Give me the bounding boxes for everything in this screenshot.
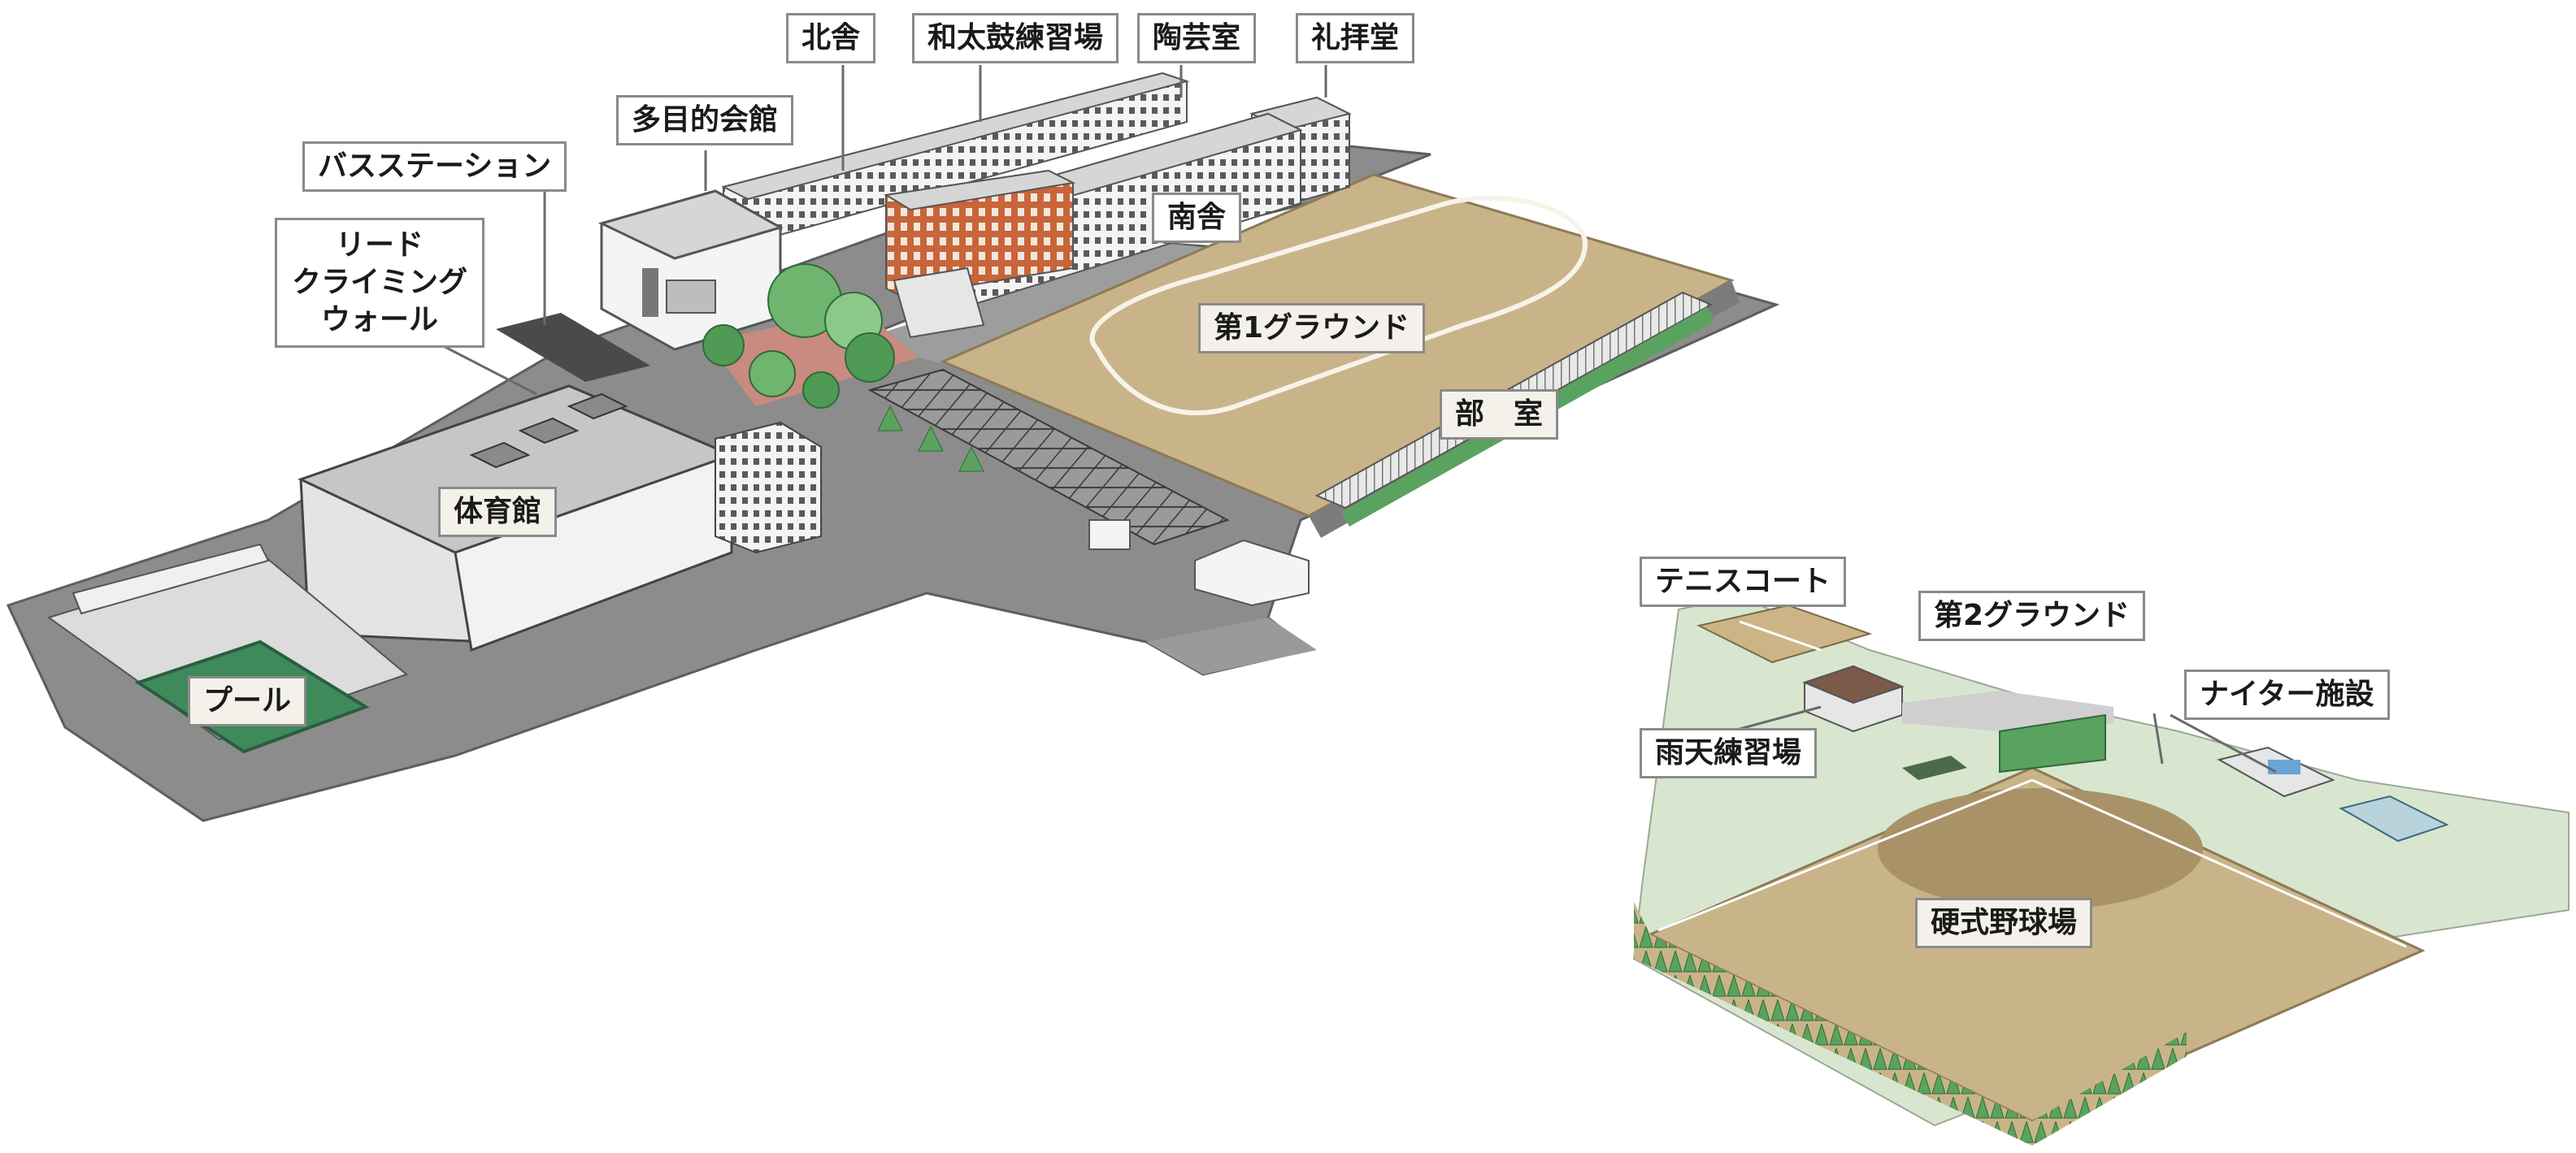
label-uten: 雨天練習場 (1640, 728, 1818, 778)
label-minamisha: 南舎 (1152, 193, 1242, 243)
bus-station-area (496, 313, 650, 382)
tennis-court (1696, 604, 1873, 664)
label-bushitsu: 部 室 (1440, 389, 1559, 440)
label-bus-station: バスステーション (302, 141, 567, 192)
label-pool: プール (188, 676, 307, 726)
brick-building (884, 169, 1076, 339)
label-taiikukan: 体育館 (438, 487, 558, 537)
label-wadaiko: 和太鼓練習場 (912, 13, 1119, 63)
label-nighter: ナイター施設 (2184, 670, 2390, 720)
label-ground1: 第1グラウンド (1198, 303, 1426, 353)
multipurpose-hall (597, 189, 784, 351)
label-tougei: 陶芸室 (1137, 13, 1257, 63)
label-ground2: 第2グラウンド (1918, 591, 2146, 641)
label-reihaido: 礼拝堂 (1296, 13, 1415, 63)
label-tennis: テニスコート (1640, 557, 1847, 607)
central-garden (702, 263, 984, 472)
parking-lot (867, 368, 1310, 607)
label-kitasha: 北舎 (786, 13, 876, 63)
label-lead-climbing: リード クライミング ウォール (275, 218, 485, 348)
label-tamokuteki: 多目的会館 (616, 95, 794, 145)
label-baseball: 硬式野球場 (1915, 898, 2093, 948)
